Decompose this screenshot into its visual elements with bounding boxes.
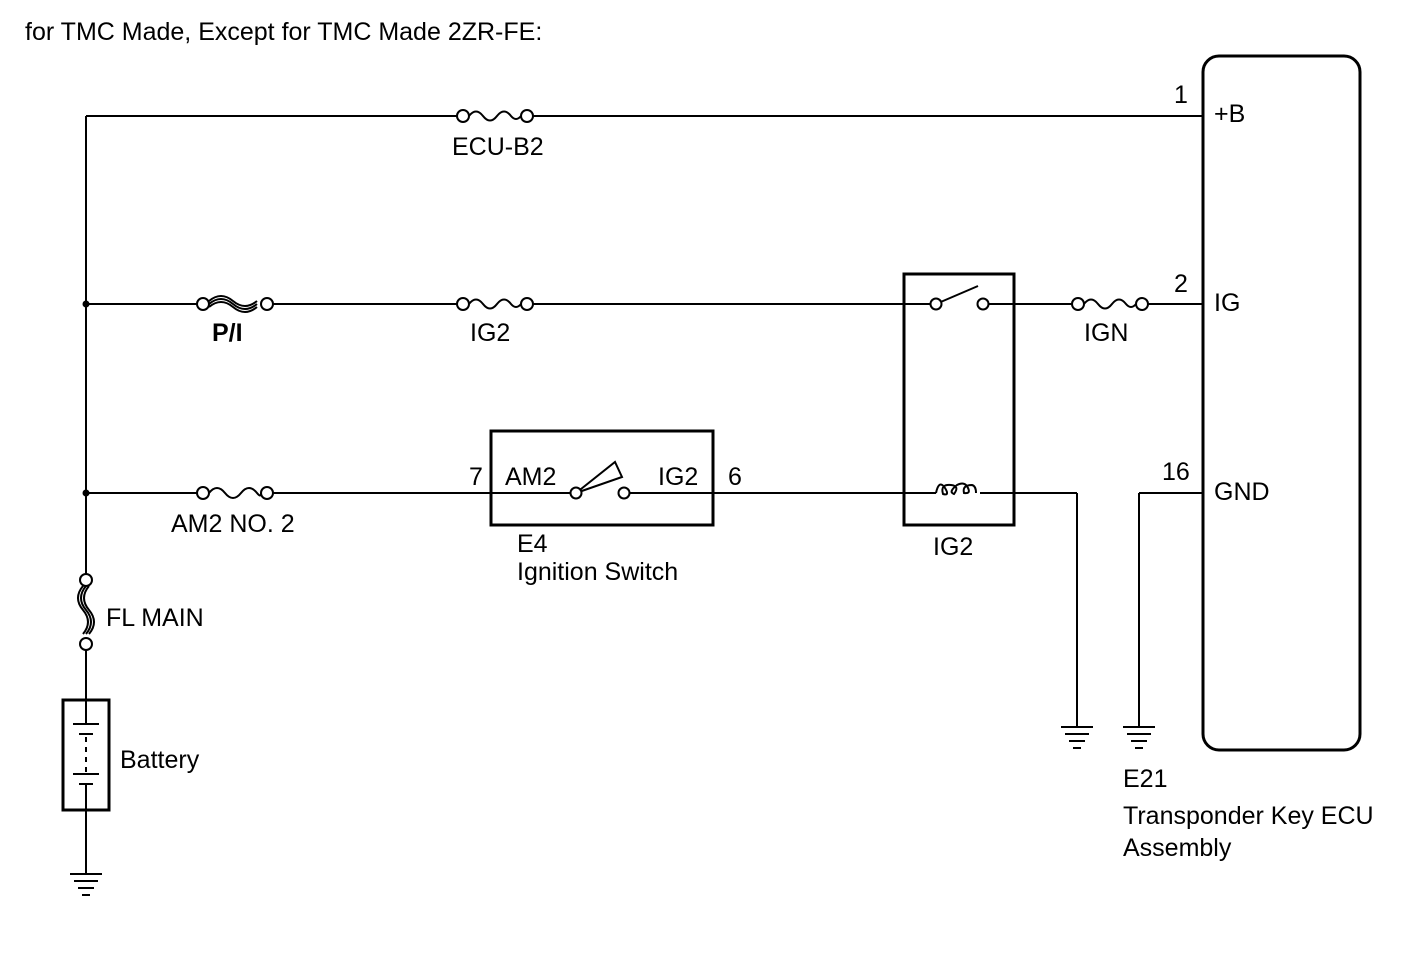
ecu-pin-label-gnd: GND — [1214, 478, 1270, 506]
am2-line-wire — [86, 492, 1078, 727]
am2-no2-fuse — [196, 486, 274, 500]
ecu-pin-number-16: 16 — [1162, 458, 1190, 486]
relay-ground-icon — [1061, 726, 1093, 749]
p-i-fusible-link — [196, 295, 274, 313]
ecu-b2-fuse-label: ECU-B2 — [452, 133, 544, 161]
fl-main-fusible-link — [77, 573, 95, 651]
p-i-fuse-label: P/I — [212, 319, 243, 347]
ecu-ground-icon — [1123, 726, 1155, 749]
battery-label: Battery — [120, 746, 200, 774]
ecu-ground-wire — [1138, 492, 1204, 727]
ecu-pin-label-ig: IG — [1214, 289, 1240, 317]
ignition-switch-name: Ignition Switch — [517, 558, 678, 586]
battery-ground-icon — [70, 873, 102, 896]
ecu-pin-number-1: 1 — [1174, 81, 1188, 109]
ign-fuse — [1071, 297, 1149, 311]
ignition-switch-pin-out: 6 — [728, 463, 742, 491]
am2-no2-fuse-label: AM2 NO. 2 — [171, 510, 295, 538]
ig2-relay-box — [902, 272, 1016, 527]
ig2-relay-switch — [929, 285, 990, 311]
ignition-switch-contact — [569, 460, 631, 500]
ignition-switch-pin-out-label: IG2 — [658, 463, 698, 491]
ig2-relay-label: IG2 — [933, 533, 973, 561]
diagram-title: for TMC Made, Except for TMC Made 2ZR-FE… — [25, 18, 542, 46]
ig2-relay-coil — [935, 482, 977, 496]
ecu-b2-fuse — [456, 109, 534, 123]
ignition-switch-pin-in-label: AM2 — [505, 463, 556, 491]
ignition-switch-code: E4 — [517, 530, 548, 558]
battery-cells-icon — [73, 700, 99, 810]
ecu-pin-label-b: +B — [1214, 100, 1245, 128]
ignition-switch-box — [489, 429, 715, 527]
ecu-code: E21 — [1123, 765, 1167, 793]
main-bus-wire — [82, 116, 90, 574]
ignition-switch-pin-in: 7 — [469, 463, 483, 491]
ig2-fuse-label: IG2 — [470, 319, 510, 347]
fl-main-label: FL MAIN — [106, 604, 204, 632]
ecu-name-line1: Transponder Key ECU — [1123, 802, 1374, 830]
ign-fuse-label: IGN — [1084, 319, 1128, 347]
ecu-box — [1201, 54, 1362, 752]
ecu-pin-number-2: 2 — [1174, 270, 1188, 298]
ecu-name-line2: Assembly — [1123, 834, 1232, 862]
ig2-fuse — [456, 297, 534, 311]
